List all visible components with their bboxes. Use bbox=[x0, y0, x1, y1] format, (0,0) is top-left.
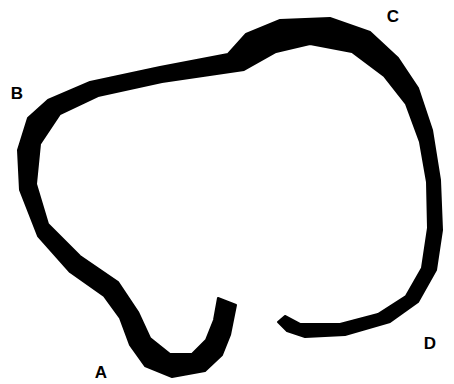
letter-label: A bbox=[95, 364, 107, 381]
thick-wall-band bbox=[18, 18, 442, 377]
letter-label: B bbox=[11, 85, 23, 102]
letter-label: C bbox=[387, 8, 399, 25]
letter-label: D bbox=[424, 335, 436, 352]
